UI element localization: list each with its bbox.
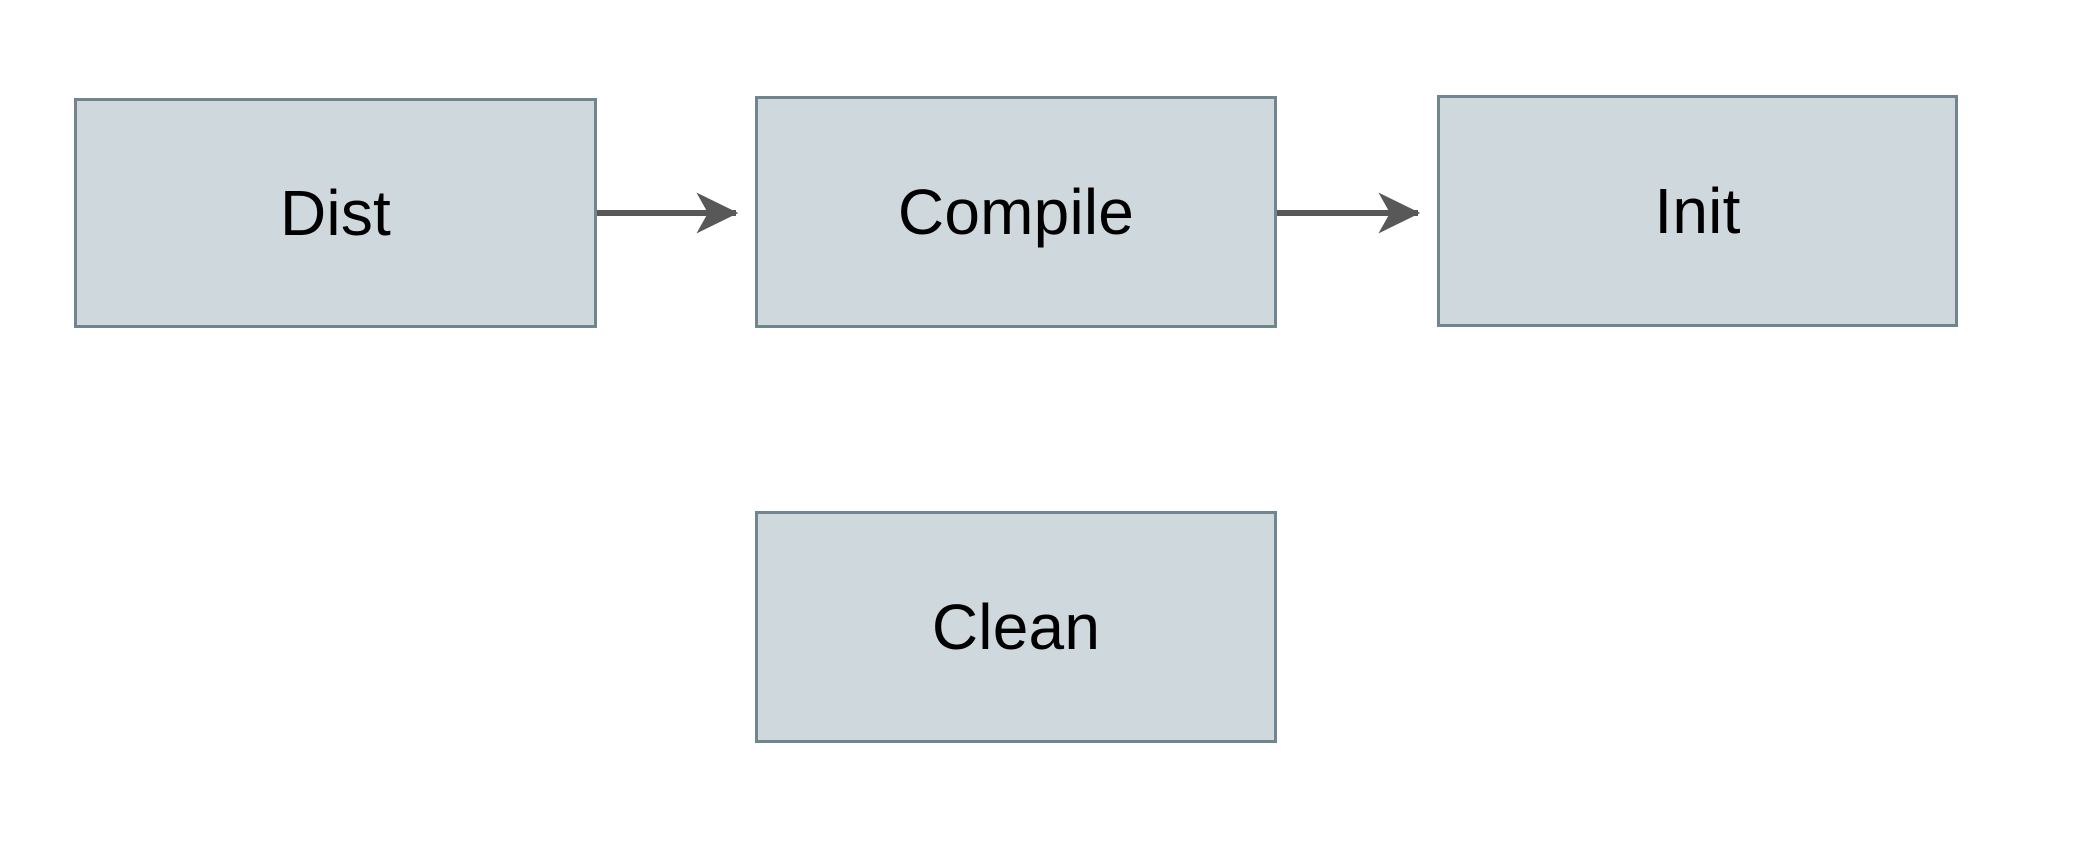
node-label-clean: Clean xyxy=(931,591,1101,663)
node-clean[interactable]: Clean xyxy=(755,511,1277,743)
node-label-dist: Dist xyxy=(279,177,392,249)
node-label-compile: Compile xyxy=(897,176,1135,248)
node-dist[interactable]: Dist xyxy=(74,98,597,328)
node-label-init: Init xyxy=(1654,175,1741,247)
node-init[interactable]: Init xyxy=(1437,95,1958,327)
node-compile[interactable]: Compile xyxy=(755,96,1277,328)
